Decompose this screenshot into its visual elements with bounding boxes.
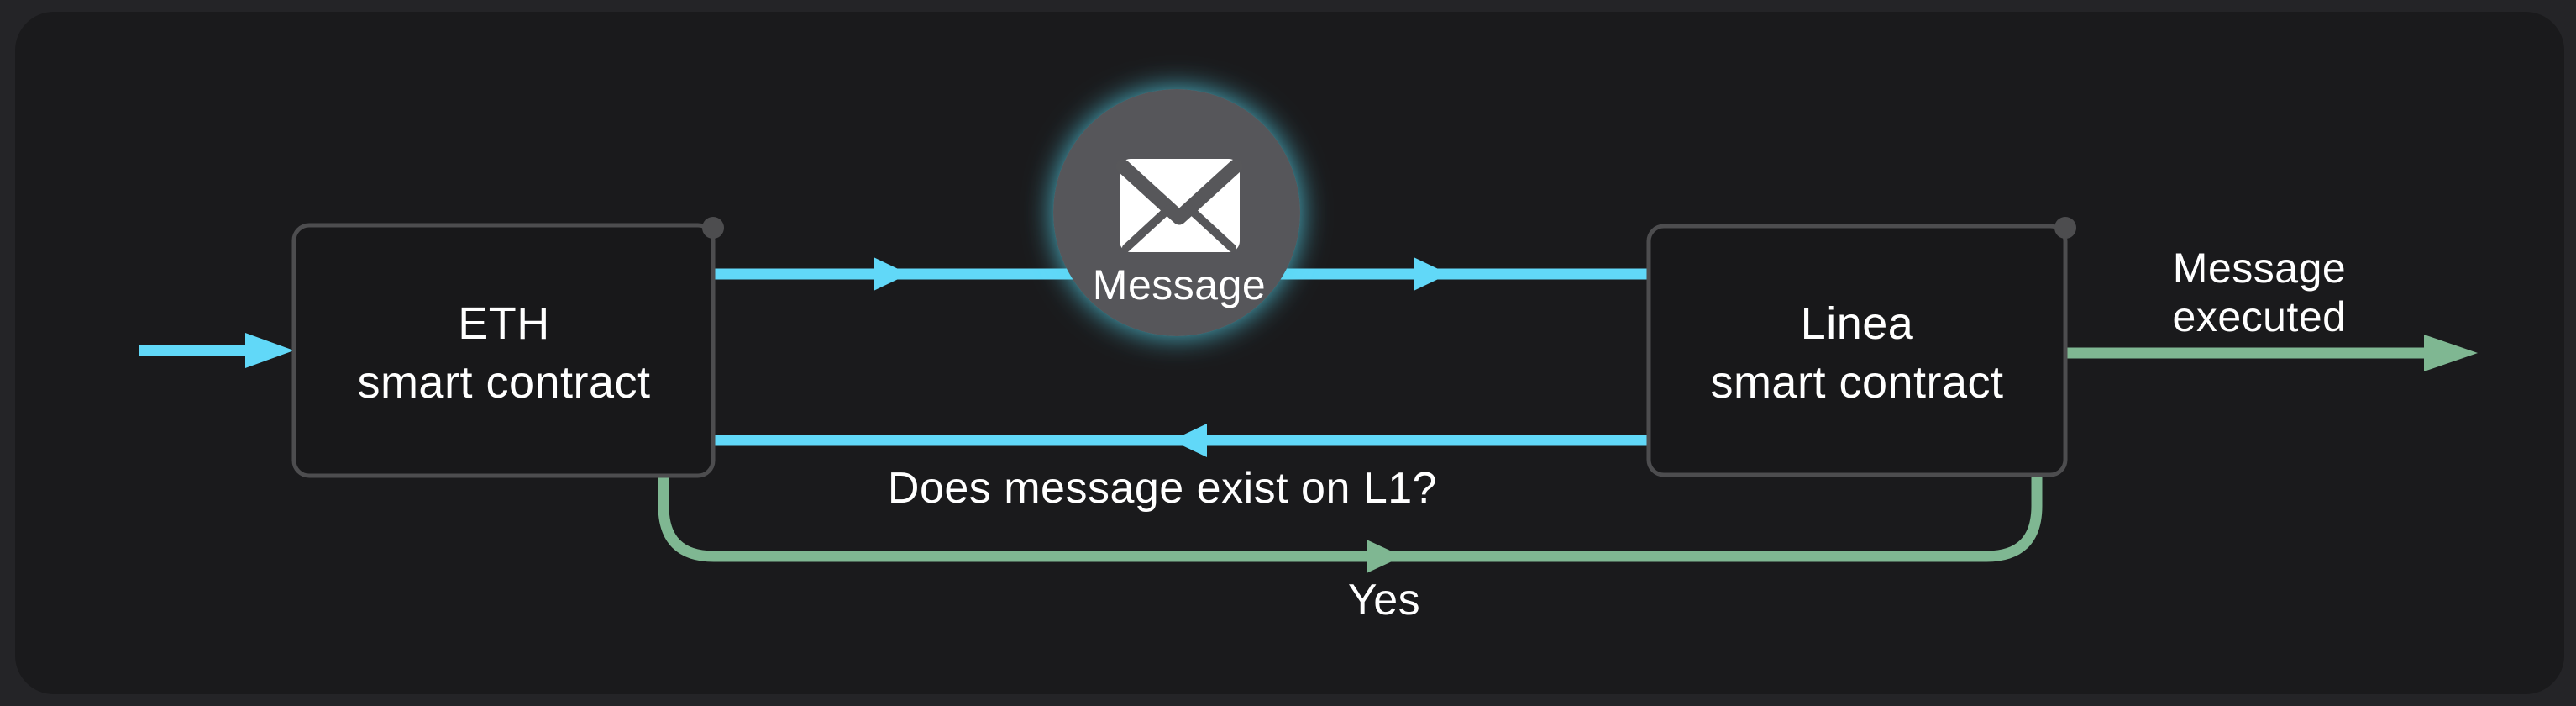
return-flow-arrowhead <box>1172 424 1207 457</box>
inbound-arrowhead <box>245 333 294 368</box>
linea-box-label-line1: Linea <box>1801 298 1914 349</box>
executed-label-line2: executed <box>2173 293 2347 340</box>
question-label: Does message exist on L1? <box>888 464 1437 513</box>
envelope-icon <box>1115 159 1243 252</box>
eth-box-label-line1: ETH <box>458 298 550 349</box>
yes-loop-path <box>658 475 2043 562</box>
eth-box-label-line2: smart contract <box>357 357 650 408</box>
eth-contract-box <box>291 223 716 478</box>
linea-box-anchor-dot <box>2054 217 2076 239</box>
yes-loop-arrowhead <box>1367 540 1403 573</box>
executed-arrowhead <box>2424 335 2478 371</box>
envelope-flap <box>1115 159 1243 225</box>
executed-label-line1: Message <box>2173 245 2346 292</box>
yes-label: Yes <box>1348 576 1420 624</box>
top-flow-arrowhead-left <box>874 257 909 291</box>
message-node-label: Message <box>1093 261 1266 308</box>
top-flow-arrowhead-right <box>1414 257 1449 291</box>
panel-background <box>15 12 2564 694</box>
eth-box-anchor-dot <box>702 217 724 239</box>
linea-contract-box <box>1646 224 2068 477</box>
envelope-folds <box>1122 204 1236 252</box>
linea-box-label-line2: smart contract <box>1710 357 2003 408</box>
